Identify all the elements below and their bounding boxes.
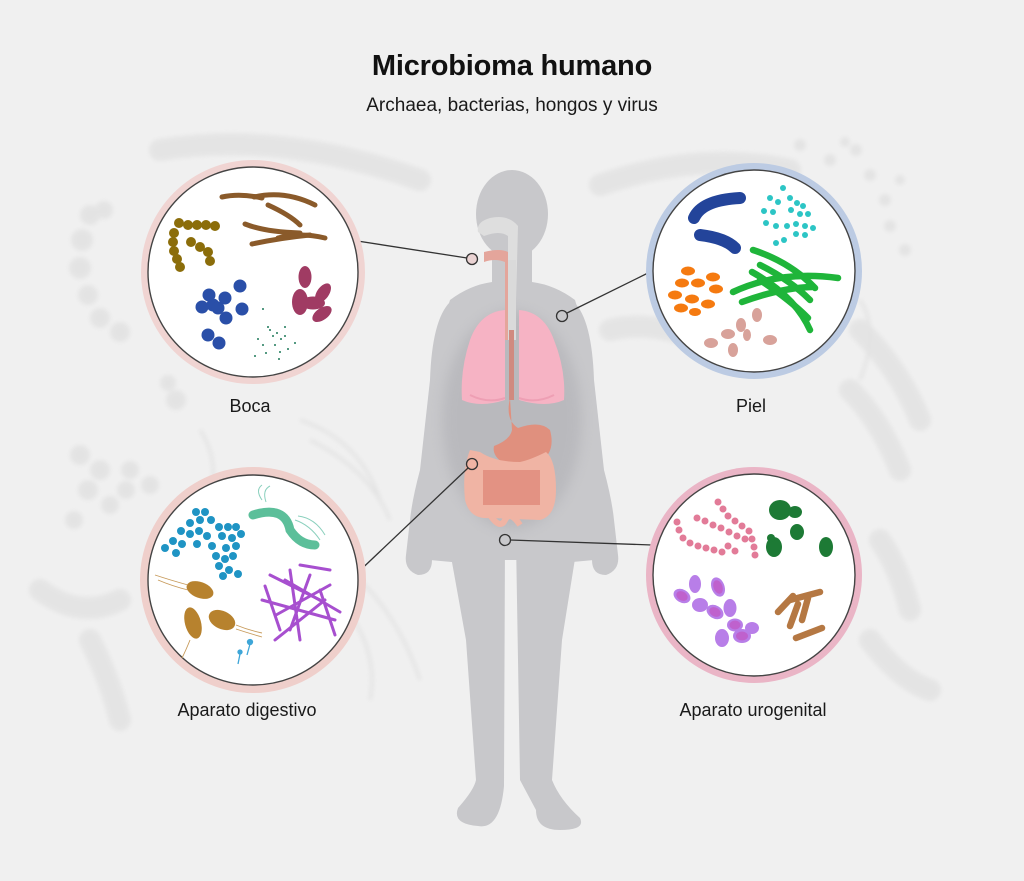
brown-rods-icon (774, 588, 826, 642)
label-urogenital: Aparato urogenital (679, 700, 827, 720)
stomach-icon (493, 398, 552, 467)
page-subtitle: Archaea, bacterias, hongos y virus (366, 95, 658, 116)
marker-digestivo[interactable] (465, 457, 479, 471)
connector-digestivo (351, 467, 469, 579)
orange-ovals-icon (668, 266, 723, 316)
lungs-icon (461, 310, 565, 404)
long-rods-icon (219, 192, 328, 247)
connector-urogenital (509, 539, 653, 546)
circle-boca[interactable] (141, 160, 365, 384)
blue-cocci-cluster-icon (161, 508, 245, 580)
connector-piel (566, 272, 649, 314)
micro-dots-icon (254, 308, 296, 360)
human-body-silhouette (405, 170, 619, 830)
spiral-bacterium-icon (248, 484, 326, 550)
diplococci-icon (292, 266, 332, 322)
intestines-icon (464, 450, 556, 527)
marker-piel[interactable] (555, 309, 569, 323)
cocci-cluster-icon (195, 279, 249, 350)
marker-boca[interactable] (465, 252, 479, 266)
pink-streptococcus-chains-icon (673, 498, 759, 559)
label-piel: Piel (735, 396, 766, 416)
cyan-cocci-icon (761, 185, 816, 246)
purple-ovals-icon (673, 575, 759, 647)
label-boca: Boca (229, 396, 271, 416)
circle-urogenital[interactable] (646, 467, 862, 683)
marker-urogenital[interactable] (498, 533, 512, 547)
bacteriophage-icon (237, 638, 254, 665)
pink-ovals-icon (704, 308, 777, 357)
flagellated-rods-icon (184, 581, 236, 639)
budding-yeast-icon (766, 500, 833, 557)
filament-tangle-icon (260, 563, 342, 642)
label-digestivo: Aparato digestivo (177, 700, 317, 720)
page-title: Microbioma humano (371, 50, 653, 82)
connector-lines (350, 239, 653, 579)
streptococcus-chain-icon (168, 218, 220, 272)
circle-piel[interactable] (646, 163, 862, 379)
curved-rods-icon (688, 192, 746, 254)
connector-boca (350, 239, 468, 259)
filaments-icon (729, 246, 842, 334)
circle-digestivo[interactable] (140, 467, 366, 693)
